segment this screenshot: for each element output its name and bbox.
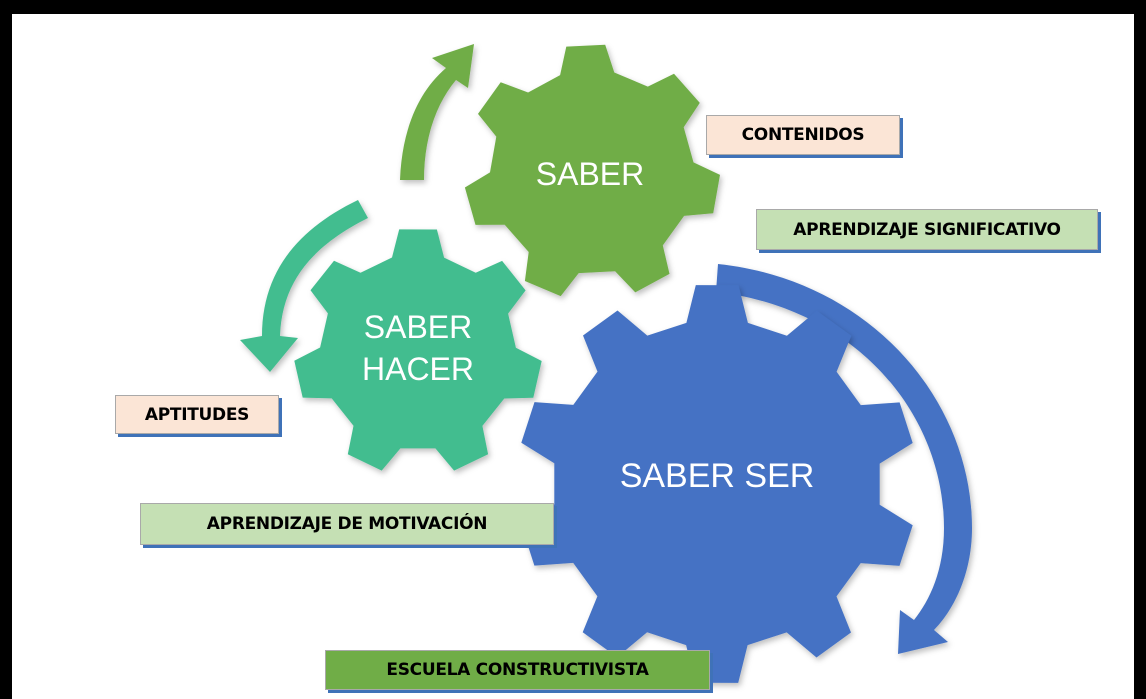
aptitudes-tag: APTITUDES	[115, 395, 279, 434]
saber-hacer-gear-label-line1: SABER	[364, 309, 472, 345]
saber-ser-gear-label: SABER SER	[620, 457, 815, 495]
saber-ser-gear	[521, 285, 913, 683]
saber-gear	[464, 44, 720, 297]
left-curved-arrow	[240, 200, 368, 372]
saber-hacer-gear-label-line2: HACER	[362, 351, 474, 387]
saber-gear-label: SABER	[536, 156, 644, 192]
aprendizaje-de-motivacion-tag: APRENDIZAJE DE MOTIVACIÓN	[140, 503, 554, 545]
right-curved-arrow	[716, 264, 972, 654]
contenidos-tag: CONTENIDOS	[706, 115, 900, 155]
upper-curved-arrow	[400, 44, 474, 180]
escuela-constructivista-tag: ESCUELA CONSTRUCTIVISTA	[325, 650, 710, 690]
aprendizaje-significativo-tag: APRENDIZAJE SIGNIFICATIVO	[756, 209, 1098, 250]
saber-hacer-gear	[294, 229, 542, 471]
